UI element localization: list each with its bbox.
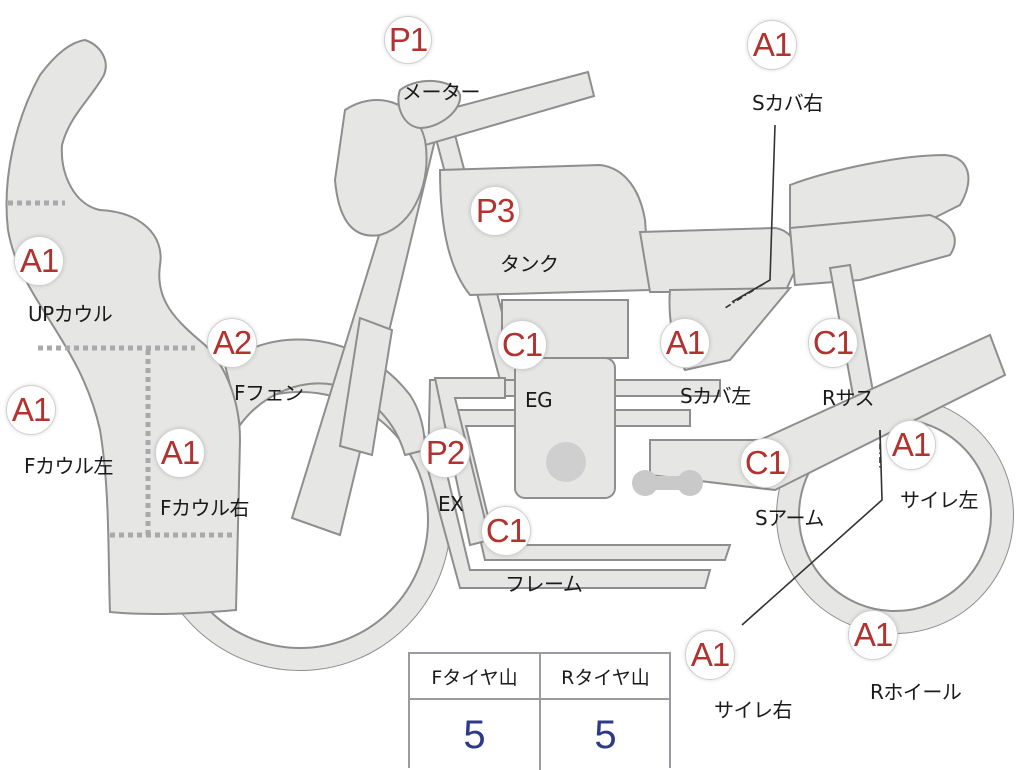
tail-shape	[788, 213, 956, 287]
badge-s-cover-right[interactable]: A1	[747, 20, 797, 70]
label-silencer-left: サイレ左	[900, 488, 979, 512]
badge-frame[interactable]: C1	[481, 506, 531, 556]
table-divider	[539, 654, 541, 770]
engine-shape	[501, 299, 703, 499]
badge-f-fender[interactable]: A2	[207, 318, 257, 368]
badge-f-cowl-left[interactable]: A1	[6, 385, 56, 435]
badge-swing-arm[interactable]: C1	[740, 438, 790, 488]
exhaust-pipe-shape	[433, 377, 506, 547]
leader-s-cover-right	[731, 124, 776, 303]
label-s-cover-right: Sカバ右	[752, 91, 823, 115]
badge-s-cover-left[interactable]: A1	[660, 318, 710, 368]
label-s-cover-left: Sカバ左	[680, 384, 751, 408]
label-tank: タンク	[500, 252, 559, 276]
tire-tread-table: Fタイヤ山 Rタイヤ山 5 5	[408, 652, 671, 770]
label-up-cowl: UPカウル	[28, 302, 113, 326]
cowl-shape	[5, 38, 242, 616]
seat-front-shape	[638, 226, 802, 293]
badge-silencer-left[interactable]: A1	[886, 420, 936, 470]
headlight-shape	[333, 99, 428, 237]
label-exhaust: EX	[438, 492, 464, 516]
label-swing-arm: Sアーム	[755, 506, 824, 530]
rear-tire-value: 5	[594, 712, 617, 757]
rear-tire-header: Rタイヤ山	[541, 654, 670, 700]
label-f-cowl-right: Fカウル右	[160, 496, 250, 520]
badge-silencer-right[interactable]: A1	[685, 630, 735, 680]
badge-tank[interactable]: P3	[470, 186, 520, 236]
front-tire-value: 5	[463, 712, 486, 757]
label-r-wheel: Rホイール	[870, 680, 962, 704]
label-silencer-right: サイレ右	[714, 698, 793, 722]
badge-engine[interactable]: C1	[497, 320, 547, 370]
label-r-suspension: Rサス	[822, 386, 875, 410]
badge-f-cowl-right[interactable]: A1	[155, 428, 205, 478]
meter-shape	[397, 79, 462, 130]
label-frame: フレーム	[505, 572, 583, 596]
front-tire-header: Fタイヤ山	[410, 654, 539, 700]
leader-s-cover-right-dash	[724, 282, 766, 309]
badge-up-cowl[interactable]: A1	[14, 236, 64, 286]
badge-exhaust[interactable]: P2	[420, 428, 470, 478]
label-engine: EG	[525, 388, 553, 412]
fork-tube-shape	[338, 316, 394, 457]
label-meter: メーター	[402, 80, 481, 104]
badge-meter[interactable]: P1	[384, 16, 432, 64]
badge-r-suspension[interactable]: C1	[808, 318, 858, 368]
label-f-cowl-left: Fカウル左	[24, 454, 114, 478]
badge-r-wheel[interactable]: A1	[848, 610, 898, 660]
label-f-fender: Fフェン	[234, 381, 304, 405]
